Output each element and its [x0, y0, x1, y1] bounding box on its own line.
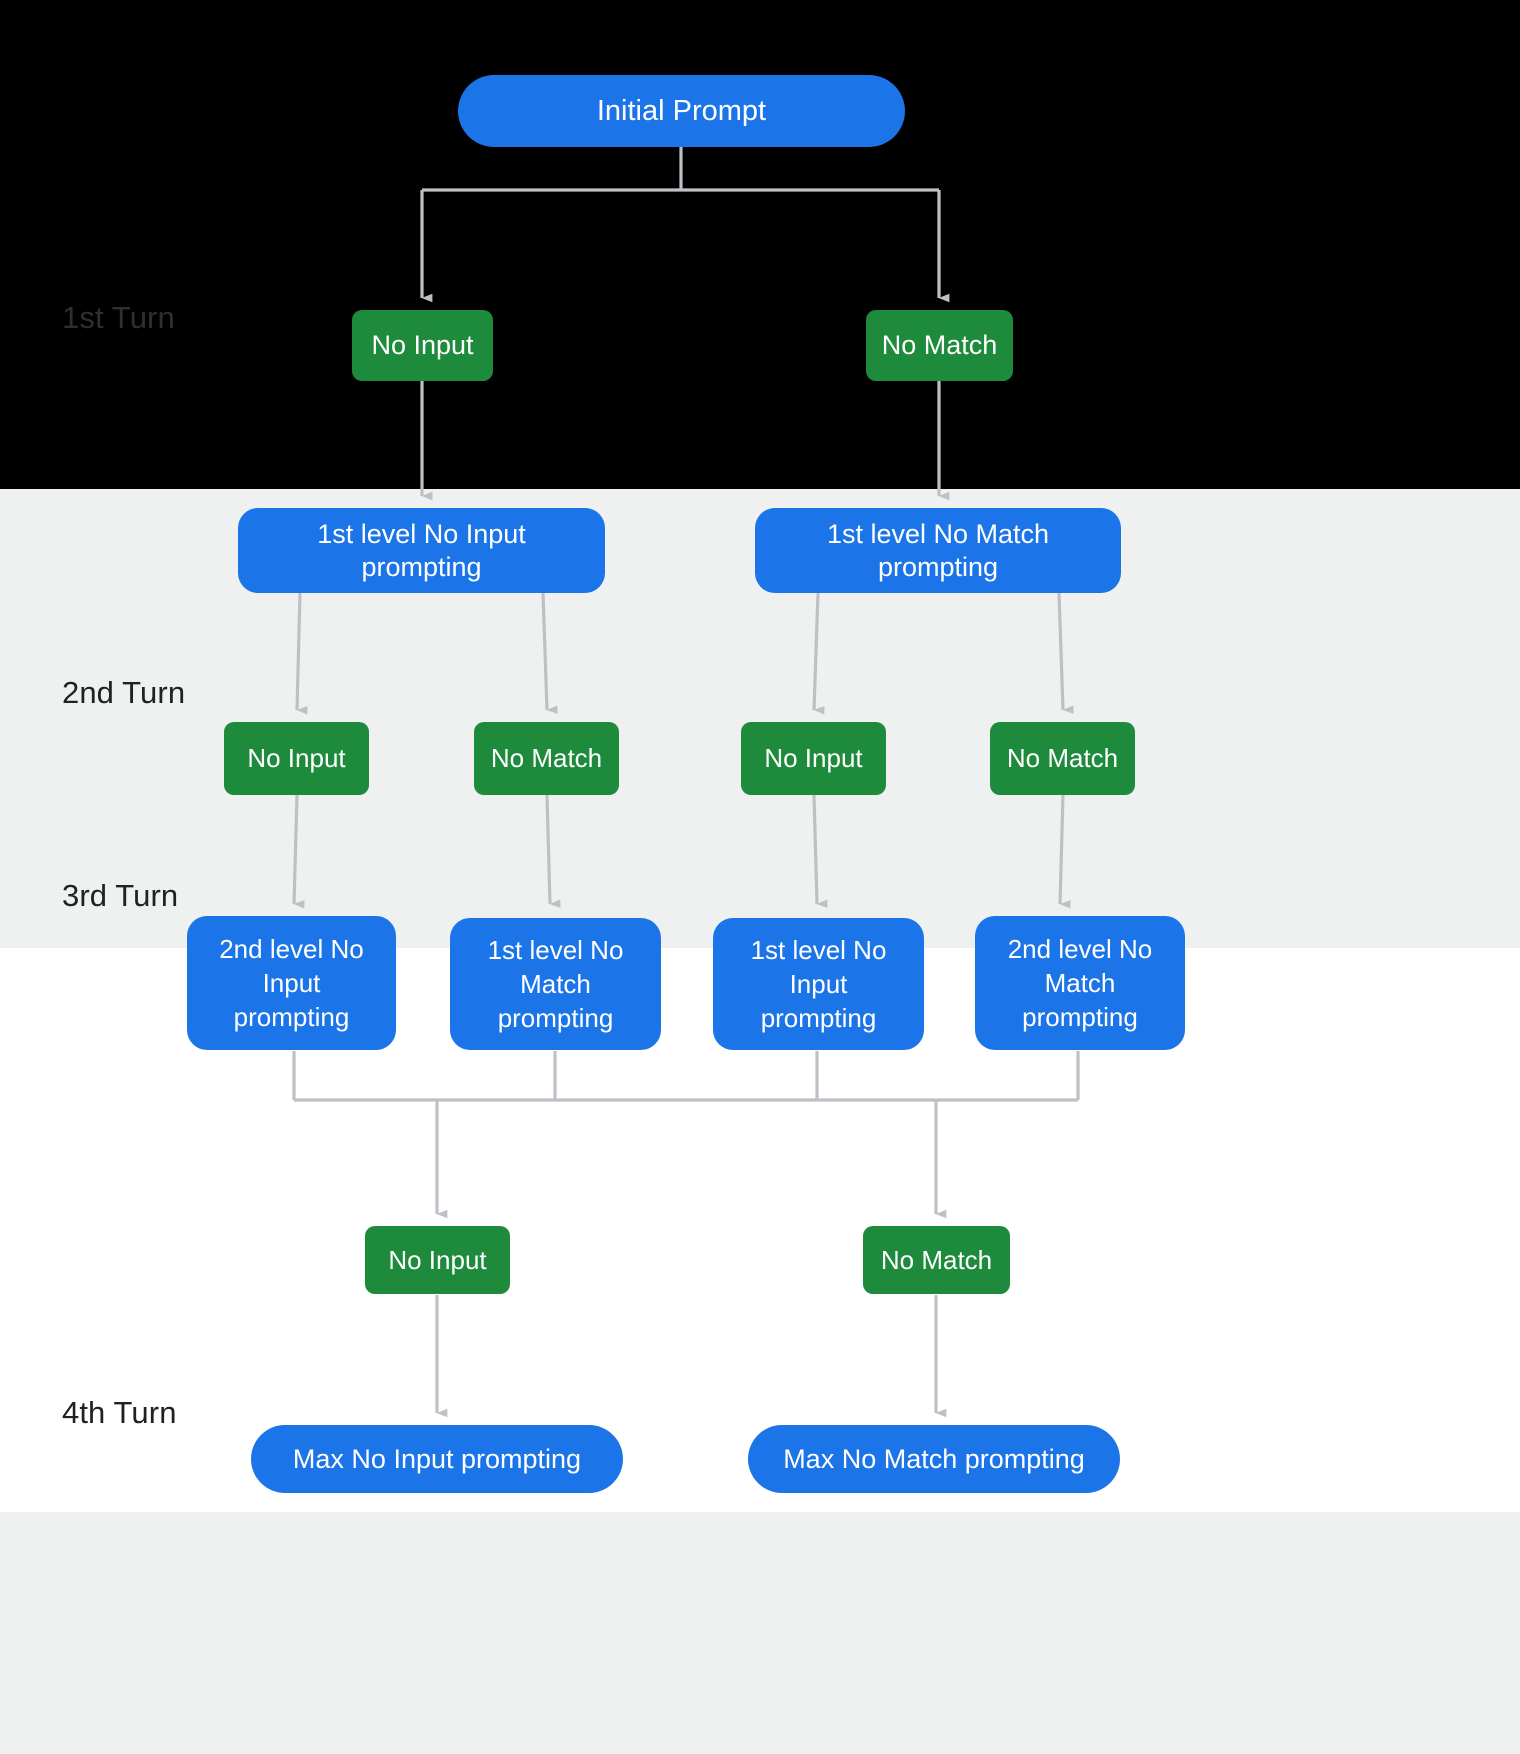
node-turn3-no-match-label: No Match: [880, 1244, 993, 1275]
node-turn3-no-input[interactable]: No Input: [365, 1226, 510, 1294]
band-4th-turn: [0, 1512, 1520, 1754]
node-turn1-no-input-label: No Input: [371, 330, 474, 360]
turn-label-2nd: 2nd Turn: [62, 675, 186, 710]
node-turn3-no-match-2nd-level-prompting[interactable]: 2nd level No Match prompting: [975, 916, 1185, 1050]
node-turn2-no-input-prompting[interactable]: 1st level No Input prompting: [238, 508, 605, 593]
node-turn2-no-input-b-label: No Input: [764, 743, 863, 773]
node-turn4-max-no-input-prompting[interactable]: Max No Input prompting: [251, 1425, 623, 1493]
node-initial-prompt[interactable]: Initial Prompt: [458, 75, 905, 147]
turn-label-4th: 4th Turn: [62, 1395, 177, 1430]
node-turn2-no-match-a[interactable]: No Match: [474, 722, 619, 795]
node-turn4-max-no-input-label: Max No Input prompting: [292, 1443, 582, 1474]
node-turn3-prompt-3-label: 2nd level No Match prompting: [1007, 933, 1153, 1033]
node-turn3-prompt-2-label: 1st level No Input prompting: [750, 934, 887, 1034]
node-turn3-no-match[interactable]: No Match: [863, 1226, 1010, 1294]
node-turn1-no-input[interactable]: No Input: [352, 310, 493, 381]
band-1st-turn: [0, 0, 1520, 489]
node-turn2-no-match-b-label: No Match: [1006, 743, 1119, 773]
node-turn2-no-input-a[interactable]: No Input: [224, 722, 369, 795]
node-turn2-no-input-prompting-label: 1st level No Input prompting: [317, 518, 526, 582]
turn-label-1st: 1st Turn: [62, 300, 175, 335]
node-turn3-no-input-2nd-level-prompting[interactable]: 2nd level No Input prompting: [187, 916, 396, 1050]
node-turn1-no-match[interactable]: No Match: [866, 310, 1013, 381]
node-turn4-max-no-match-prompting[interactable]: Max No Match prompting: [748, 1425, 1120, 1493]
node-turn2-no-input-b[interactable]: No Input: [741, 722, 886, 795]
node-turn4-max-no-match-label: Max No Match prompting: [783, 1443, 1085, 1474]
turn-label-3rd: 3rd Turn: [62, 878, 179, 913]
node-turn2-no-match-prompting[interactable]: 1st level No Match prompting: [755, 508, 1121, 593]
node-turn2-no-match-prompting-label: 1st level No Match prompting: [826, 518, 1050, 582]
node-initial-prompt-label: Initial Prompt: [596, 94, 767, 127]
node-turn2-no-input-a-label: No Input: [247, 743, 346, 773]
node-turn3-no-input-1st-level-prompting[interactable]: 1st level No Input prompting: [713, 918, 924, 1050]
node-turn2-no-match-b[interactable]: No Match: [990, 722, 1135, 795]
node-turn3-no-match-1st-level-prompting[interactable]: 1st level No Match prompting: [450, 918, 661, 1050]
node-turn3-prompt-0-label: 2nd level No Input prompting: [219, 933, 364, 1033]
node-turn3-no-input-label: No Input: [388, 1244, 487, 1275]
node-turn1-no-match-label: No Match: [881, 330, 998, 360]
node-turn3-prompt-1-label: 1st level No Match prompting: [487, 934, 624, 1034]
node-turn2-no-match-a-label: No Match: [490, 743, 603, 773]
